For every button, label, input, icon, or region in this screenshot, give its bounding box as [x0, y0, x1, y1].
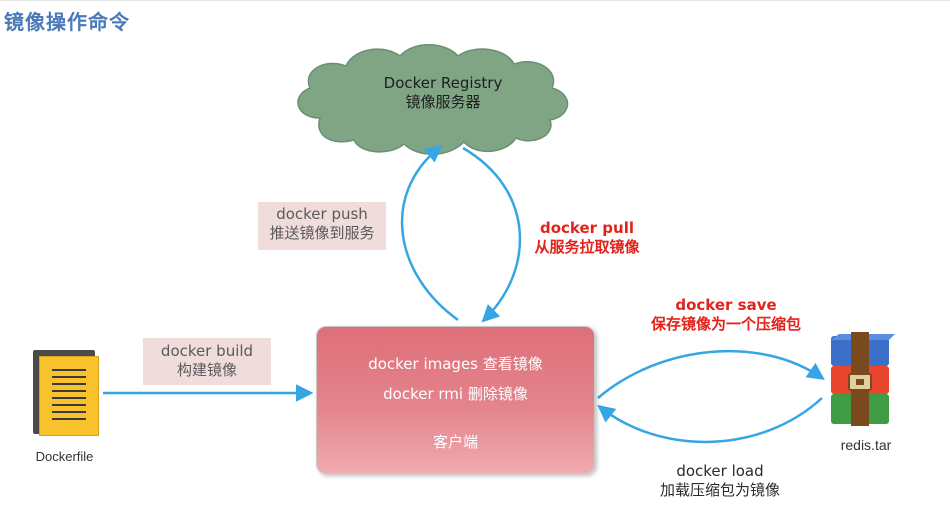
- document-icon: [29, 350, 101, 438]
- push-arrow: [400, 144, 459, 322]
- document-icon-line: [52, 383, 86, 385]
- pull-command: docker pull: [540, 219, 634, 237]
- build-command: docker build: [160, 342, 254, 360]
- client-label: 客户端: [432, 433, 478, 451]
- document-icon-line: [52, 404, 86, 406]
- top-divider: [0, 0, 950, 1]
- archive-icon-buckle-hole: [856, 379, 864, 385]
- archive-icon: [831, 332, 895, 426]
- client-box: docker images 查看镜像 docker rmi 删除镜像 客户端: [316, 326, 595, 474]
- registry-title: Docker Registry: [383, 74, 503, 92]
- load-arrow: [597, 397, 823, 444]
- save-arrow: [597, 349, 825, 399]
- client-rmi-command: docker rmi 删除镜像: [383, 385, 528, 403]
- pull-label: docker pull 从服务拉取镜像: [512, 219, 662, 257]
- load-command: docker load: [676, 462, 764, 480]
- pull-description: 从服务拉取镜像: [534, 238, 640, 256]
- document-icon-line: [52, 376, 86, 378]
- document-icon-line: [52, 390, 86, 392]
- build-label: docker build 构建镜像: [143, 338, 271, 385]
- document-icon-line: [52, 369, 86, 371]
- save-label: docker save 保存镜像为一个压缩包: [636, 296, 816, 334]
- document-icon-line: [52, 397, 86, 399]
- archive-label: redis.tar: [840, 437, 892, 453]
- pull-arrow: [462, 146, 522, 323]
- registry-label: Docker Registry 镜像服务器: [360, 74, 526, 112]
- load-description: 加载压缩包为镜像: [659, 481, 780, 499]
- save-command: docker save: [675, 296, 777, 314]
- save-description: 保存镜像为一个压缩包: [650, 315, 801, 333]
- registry-cloud: [297, 44, 569, 155]
- document-icon-page: [39, 356, 99, 436]
- push-description: 推送镜像到服务: [269, 224, 375, 242]
- load-label: docker load 加载压缩包为镜像: [640, 462, 800, 500]
- document-icon-line: [52, 418, 86, 420]
- page-title: 镜像操作命令: [4, 10, 130, 34]
- registry-subtitle: 镜像服务器: [405, 93, 481, 111]
- client-images-command: docker images 查看镜像: [368, 355, 543, 373]
- push-label: docker push 推送镜像到服务: [258, 202, 386, 250]
- dockerfile-label: Dockerfile: [35, 449, 94, 464]
- document-icon-line: [52, 411, 86, 413]
- push-command: docker push: [276, 205, 368, 223]
- build-description: 构建镜像: [176, 361, 237, 379]
